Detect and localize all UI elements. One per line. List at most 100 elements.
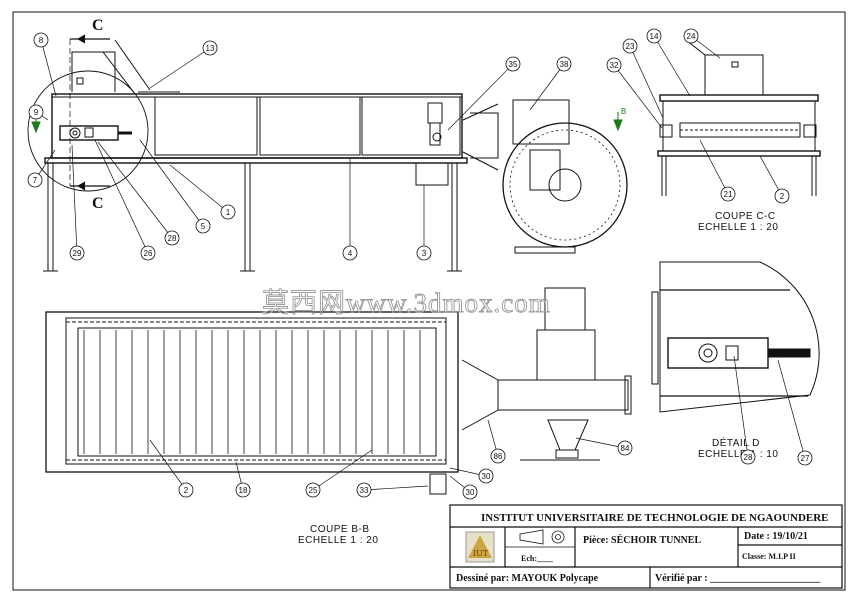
balloon-leader: [149, 439, 187, 491]
balloon-number: 14: [650, 32, 659, 41]
balloon-circle: [27, 172, 43, 188]
balloon-circle: [342, 245, 358, 261]
hopper: [71, 51, 116, 92]
balloon-number: 23: [626, 42, 635, 51]
balloon-circle: [606, 57, 622, 73]
balloon-circle: [33, 32, 49, 48]
balloon-number: 4: [348, 249, 353, 258]
balloon-circle: [305, 482, 321, 498]
balloon-leader: [97, 141, 173, 239]
fan-plan-view: [497, 287, 632, 461]
balloon-leader: [575, 437, 626, 449]
balloon-number: 86: [494, 452, 503, 461]
balloon-leader: [40, 39, 57, 97]
logo-mark: IUT: [465, 531, 495, 563]
balloon-number: 2: [780, 192, 785, 201]
balloon-circle: [220, 204, 236, 220]
section-c-label-bottom: C: [92, 195, 104, 212]
balloon-circle: [416, 245, 432, 261]
balloon-leader: [759, 155, 783, 197]
title-block: [449, 504, 843, 589]
coupe-bb-title: COUPE B-B: [310, 524, 370, 535]
classe-field: Classe: M.I.P II: [742, 552, 796, 561]
section-b-label-right: B: [621, 107, 626, 116]
drawn-by: Dessiné par: MAYOUK Polycape: [456, 573, 599, 584]
projection-symbol: [519, 529, 565, 545]
balloon-number: 5: [201, 222, 206, 231]
panel-3: [361, 96, 461, 156]
balloon-circle: [202, 40, 218, 56]
balloon-circle: [140, 245, 156, 261]
balloon-circle: [478, 468, 494, 484]
balloon-number: 29: [73, 249, 82, 258]
balloon-number: 28: [744, 453, 753, 462]
piece-name: Pièce: SÉCHOIR TUNNEL: [583, 534, 701, 546]
detail-d-title: DÉTAIL D: [712, 436, 760, 449]
balloon-number: 3: [422, 249, 427, 258]
balloon-circle: [774, 188, 790, 204]
coupe-cc-title: COUPE C-C: [715, 211, 776, 222]
balloon-circle: [505, 56, 521, 72]
coupe-bb-scale: ECHELLE 1 : 20: [298, 535, 378, 546]
balloon-circle: [235, 482, 251, 498]
balloon-circle: [740, 449, 756, 465]
plan-view: [45, 311, 499, 495]
balloon-number: 26: [144, 249, 153, 258]
ech-field: Ech:____: [521, 554, 554, 563]
balloon-leader: [653, 35, 691, 97]
balloon-leader: [169, 164, 229, 213]
motor-plan: [429, 473, 447, 495]
balloon-leader: [149, 47, 211, 89]
checked-by: Vérifié par : ______________________: [655, 573, 821, 584]
balloon-circle: [356, 482, 372, 498]
coupe-cc-scale: ECHELLE 1 : 20: [698, 222, 778, 233]
balloon-leader: [529, 63, 565, 111]
detail-d-view: [651, 261, 820, 413]
balloon-leader: [71, 144, 78, 254]
balloon-circle: [720, 186, 736, 202]
balloon-circle: [164, 230, 180, 246]
base-frame: [44, 157, 468, 164]
balloon-leader: [613, 64, 663, 129]
balloon-leader: [139, 139, 204, 227]
balloon-number: 25: [309, 486, 318, 495]
balloon-number: 8: [39, 36, 44, 45]
balloon-circle: [617, 440, 633, 456]
svg-text:IUT: IUT: [473, 549, 489, 558]
balloon-number: 1: [226, 208, 231, 217]
elevation-view: [27, 34, 468, 272]
sheet-border: [12, 11, 846, 591]
plan-slats: [83, 330, 421, 454]
balloon-leader: [629, 45, 664, 119]
panel-1: [154, 96, 258, 156]
balloon-number: 30: [466, 488, 475, 497]
balloon-leader: [94, 139, 149, 254]
section-c-label-top: C: [92, 17, 104, 34]
centrifugal-fan: [462, 99, 628, 254]
drain-box: [415, 162, 449, 186]
balloon-number: 35: [509, 60, 518, 69]
balloon-circle: [556, 56, 572, 72]
watermark: 莫西网www.3dmox.com: [262, 288, 551, 318]
balloon-circle: [490, 448, 506, 464]
balloon-number: 28: [168, 234, 177, 243]
balloon-number: 33: [360, 486, 369, 495]
motor: [427, 102, 443, 124]
balloon-number: 30: [482, 472, 491, 481]
balloon-circle: [683, 28, 699, 44]
inlet-hopper: [704, 54, 764, 96]
institute-name: INSTITUT UNIVERSITAIRE DE TECHNOLOGIE DE…: [481, 512, 829, 524]
balloon-leader: [312, 449, 373, 491]
balloon-number: 27: [801, 454, 810, 463]
balloon-number: 24: [687, 32, 696, 41]
balloon-leader: [733, 355, 749, 458]
balloon-circle: [69, 245, 85, 261]
balloon-leader: [447, 63, 514, 131]
detail-circle: [27, 70, 149, 192]
balloon-circle: [195, 218, 211, 234]
balloon-circle: [646, 28, 662, 44]
panel-2: [259, 96, 361, 156]
balloon-leader: [699, 139, 729, 195]
